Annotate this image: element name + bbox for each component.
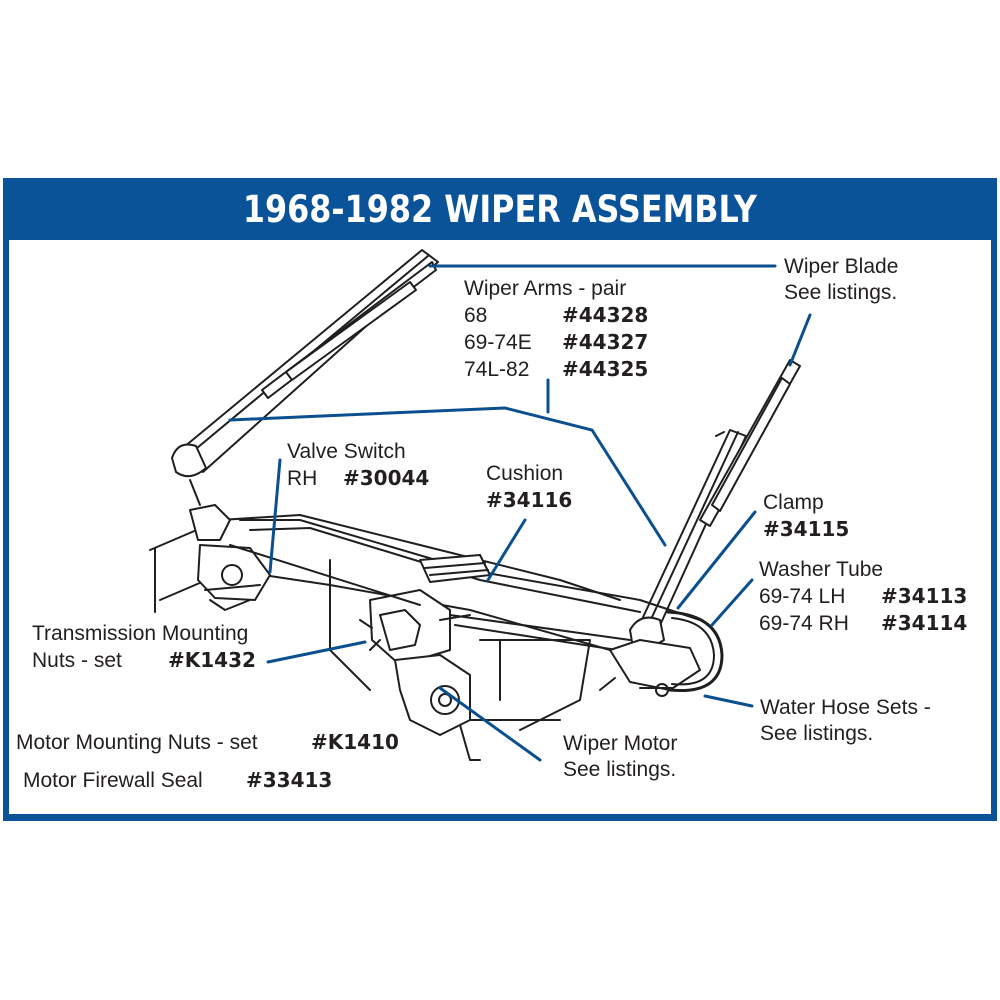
diagram-panel [9, 240, 991, 814]
valve-switch-leader [268, 458, 282, 574]
wiper-arms-years: 74L-82 [464, 358, 530, 381]
valve-switch-side: RH [287, 467, 318, 490]
transmission-nuts-label: Transmission Mounting [32, 622, 249, 645]
wiper-motor-note: See listings. [563, 758, 677, 781]
valve-switch-label: Valve Switch [287, 440, 406, 463]
wiper-arms-part: #44328 [562, 303, 649, 327]
firewall-seal-label: Motor Firewall Seal [23, 769, 203, 792]
left-wiper-blade [261, 261, 437, 399]
wiper-arms-callout: Wiper Arms - pair 68#44328 69-74E#44327 … [464, 276, 648, 383]
valve-switch-callout: Valve Switch RH #30044 [287, 439, 429, 492]
diagram-title: 1968-1982 WIPER ASSEMBLY [242, 187, 758, 231]
motor-nuts-callout: Motor Mounting Nuts - set #K1410 [16, 729, 399, 756]
transmission-nuts-part: #K1432 [168, 648, 256, 672]
transmission-nuts-leader [266, 640, 367, 664]
wiper-arms-years: 69-74E [464, 331, 532, 354]
wiper-blade-note: See listings. [784, 281, 898, 304]
wiper-arms-row: 74L-82 #44325 [464, 356, 648, 383]
wiper-arms-leader [228, 406, 667, 547]
wiper-arms-years: 68 [464, 304, 488, 327]
washer-tube-leader [710, 578, 754, 627]
washer-tube-years: 69-74 RH [759, 612, 849, 635]
water-hose-label: Water Hose Sets - [760, 696, 931, 719]
cushion-label: Cushion [486, 462, 564, 485]
wiper-arms-heading: Wiper Arms - pair [464, 277, 627, 300]
valve-switch-part: #30044 [343, 466, 430, 490]
clamp-label: Clamp [763, 491, 824, 514]
wiper-arms-part: #44327 [562, 330, 649, 354]
wiper-arms-part: #44325 [562, 357, 649, 381]
washer-tube-drawing [639, 610, 724, 697]
washer-tube-part: #34114 [881, 611, 968, 635]
water-hose-leader [703, 694, 754, 708]
wiper-blade-label: Wiper Blade [784, 255, 899, 278]
right-wiper-blade [699, 359, 801, 527]
washer-tube-part: #34113 [881, 584, 968, 608]
firewall-seal-part: #33413 [246, 768, 333, 792]
water-hose-callout: Water Hose Sets - See listings. [760, 695, 931, 747]
clamp-part: #34115 [763, 517, 850, 541]
cushion-part: #34116 [486, 488, 573, 512]
right-pivot-assembly [599, 639, 701, 691]
cushion-callout: Cushion #34116 [486, 461, 572, 513]
leader-lines [228, 264, 812, 762]
washer-tube-row: 69-74 RH #34114 [759, 610, 967, 637]
right-blade-leader [788, 313, 812, 367]
firewall-seal-callout: Motor Firewall Seal #33413 [23, 767, 332, 794]
wiper-motor-callout: Wiper Motor See listings. [563, 731, 677, 783]
motor-nuts-part: #K1410 [311, 730, 399, 754]
wiper-blade-callout: Wiper Blade See listings. [784, 254, 898, 306]
title-bar: 1968-1982 WIPER ASSEMBLY [3, 178, 997, 240]
washer-tube-row: 69-74 LH #34113 [759, 583, 967, 610]
wiper-motor-drawing [359, 589, 471, 736]
cushion-part [419, 554, 491, 583]
washer-tube-callout: Washer Tube 69-74 LH #34113 69-74 RH #3411… [759, 557, 967, 637]
washer-tube-years: 69-74 LH [759, 585, 846, 608]
transmission-nuts-set: Nuts - set [32, 649, 122, 672]
left-pivot-assembly [189, 504, 271, 611]
wiper-motor-label: Wiper Motor [563, 732, 678, 755]
clamp-callout: Clamp #34115 [763, 490, 849, 542]
right-wiper-arm [629, 429, 747, 648]
cushion-leader [486, 518, 527, 582]
linkage-rods [229, 544, 631, 653]
water-hose-note: See listings. [760, 722, 874, 745]
clamp-leader [676, 510, 757, 610]
wiper-motor-leader [438, 686, 542, 762]
wiper-arms-row: 68 #44328 [464, 302, 648, 329]
wiper-arms-row: 69-74E #44327 [464, 329, 648, 356]
transmission-nuts-callout: Transmission Mounting Nuts - set #K1432 [32, 621, 256, 674]
motor-nuts-label: Motor Mounting Nuts - set [16, 731, 258, 754]
washer-tube-heading: Washer Tube [759, 558, 884, 581]
